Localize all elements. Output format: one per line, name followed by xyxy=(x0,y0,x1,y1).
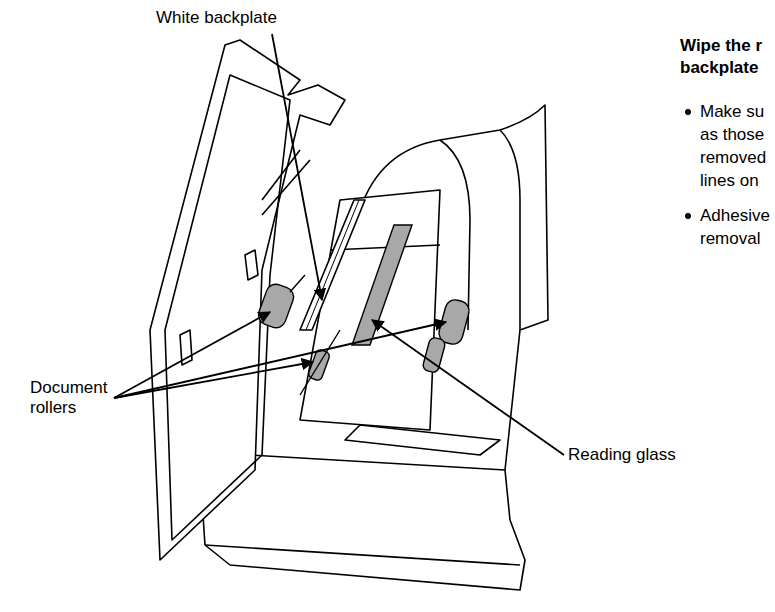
note-text: Adhesive xyxy=(700,206,770,226)
leader-lines xyxy=(114,34,564,455)
note-text: removal xyxy=(700,229,760,249)
heading-text: backplate xyxy=(680,58,758,78)
part-label: White backplate xyxy=(156,8,277,28)
machine-outline xyxy=(150,40,548,590)
heading-text: Wipe the r xyxy=(680,36,762,56)
note-text: Make su xyxy=(700,102,764,122)
part-label: Reading glass xyxy=(568,445,676,465)
note-text: lines on xyxy=(700,171,759,191)
part-label: Document rollers xyxy=(30,378,112,418)
note-text: removed xyxy=(700,148,766,168)
document-rollers xyxy=(256,275,472,395)
bullet-dots xyxy=(685,109,691,219)
note-text: as those xyxy=(700,125,764,145)
